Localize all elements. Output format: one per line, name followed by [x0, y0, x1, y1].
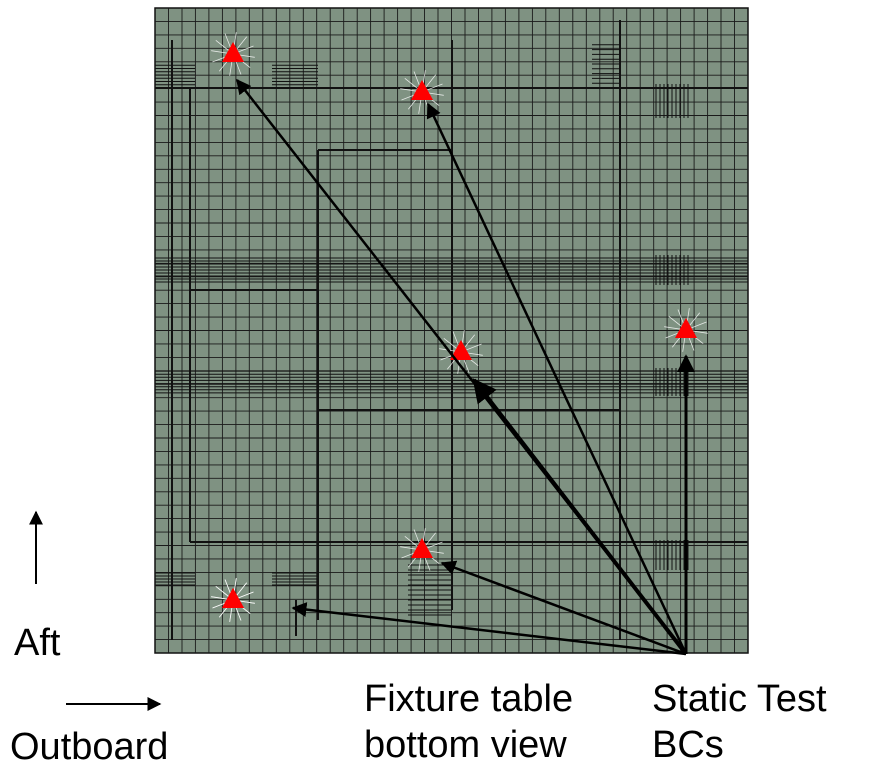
bc-marker-right: [664, 308, 708, 352]
bc-marker-top-center: [400, 70, 444, 114]
arrow-to-bc-bottom-left: [291, 602, 687, 656]
arrow-to-bc-bottom-center: [440, 560, 687, 656]
outboard-label: Outboard: [10, 726, 169, 768]
bc-marker-center: [439, 330, 483, 374]
fixture-caption-line1: Fixture table: [364, 678, 574, 720]
bcs-caption-line1: Static Test: [652, 678, 827, 720]
arrow-to-bc-center: [472, 378, 688, 656]
mesh-structural-lines: [155, 20, 748, 640]
aft-label: Aft: [14, 622, 61, 664]
bcs-caption-line2: BCs: [652, 724, 724, 766]
bc-markers: [211, 32, 708, 622]
fe-mesh-panel: [154, 7, 749, 654]
bc-marker-bottom-left-overlap: [211, 578, 255, 622]
arrow-to-bc-top-center: [426, 102, 688, 655]
fixture-table-caption: Fixture table bottom view: [364, 676, 573, 768]
bc-pointer-arrows: [236, 78, 695, 656]
bc-marker-bottom-center: [400, 528, 444, 572]
bc-marker-top-left: [211, 32, 255, 76]
static-test-bcs-caption: Static Test BCs: [652, 676, 827, 768]
fixture-caption-line2: bottom view: [364, 724, 567, 766]
